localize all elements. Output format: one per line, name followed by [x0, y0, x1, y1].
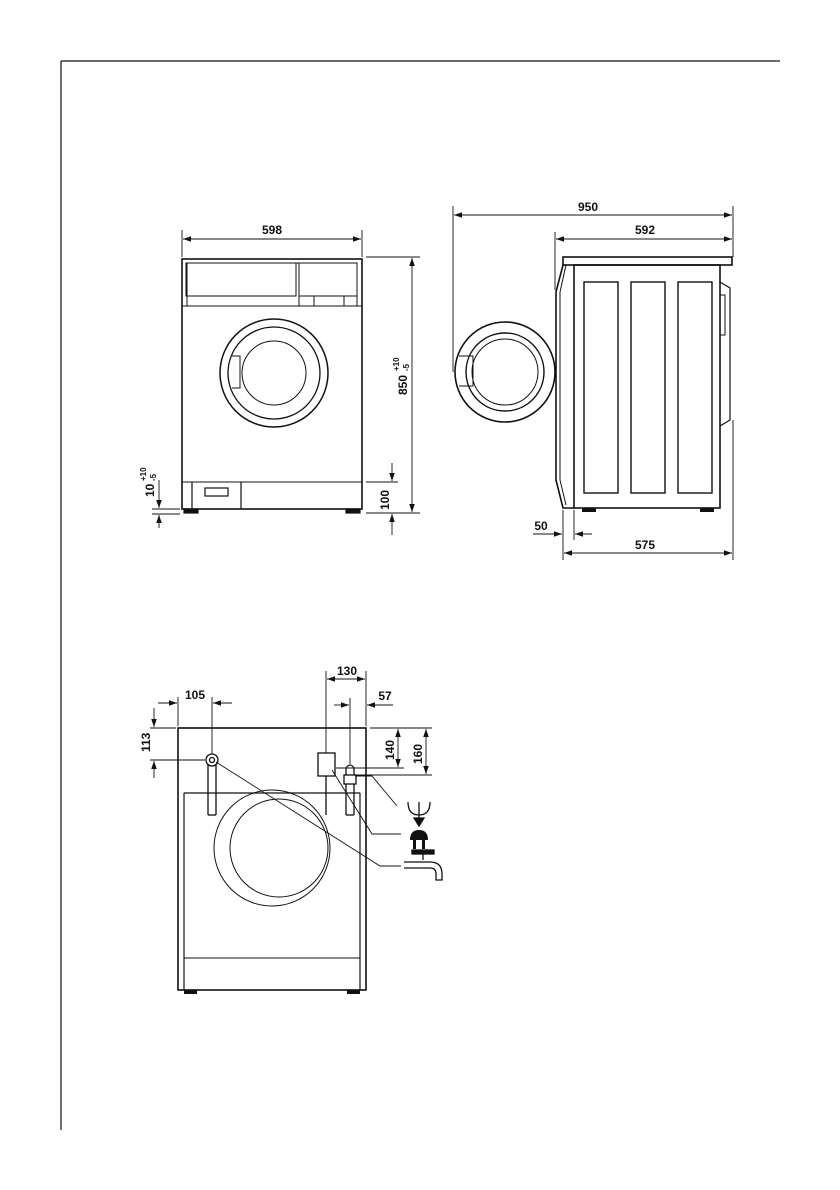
dim-height-tol-minus: -5	[402, 363, 411, 371]
dim-depth-body	[562, 420, 734, 560]
dim-height-tol-plus: +10	[392, 357, 401, 371]
dim-inlet-offset-x	[158, 697, 232, 754]
dim-drain-offset-x	[334, 698, 393, 764]
dim-inlet-offset-y-label: 113	[139, 732, 153, 752]
drain-icon	[407, 801, 431, 828]
dim-feet-label-group: 10 +10 -5	[139, 467, 158, 497]
dim-width-label: 598	[262, 223, 282, 237]
water-inlet-hose	[205, 753, 219, 816]
side-view: 950 592 575 50	[452, 200, 734, 560]
rear-machine-outline	[177, 727, 367, 991]
dim-foot-offset	[533, 510, 592, 540]
dim-drain-offset-x-label: 57	[378, 689, 392, 703]
control-panel	[185, 262, 358, 307]
dim-foot-offset-label: 50	[534, 519, 548, 533]
dim-cable-height	[336, 727, 432, 769]
dim-depth-total	[554, 232, 732, 290]
dim-feet-tol-plus: +10	[139, 467, 148, 481]
dim-inlet-offset-y	[150, 708, 205, 778]
dim-outlet-span	[325, 671, 367, 753]
dim-drain-height-label: 160	[411, 744, 425, 764]
dim-feet	[152, 480, 180, 528]
rear-view: 105 113 130 57 140 1	[139, 664, 443, 994]
dim-depth-door-open	[452, 206, 734, 372]
dim-height-label-group: 850 +10 -5	[392, 357, 411, 395]
power-plug-icon	[410, 830, 428, 849]
side-machine-outline	[555, 256, 733, 509]
dim-plinth-label: 100	[378, 490, 392, 510]
drain-hose	[343, 764, 357, 816]
dim-width	[181, 230, 363, 257]
dim-outlet-span-label: 130	[337, 664, 357, 678]
rear-feet	[184, 990, 360, 994]
dim-plinth	[366, 463, 398, 535]
side-feet	[582, 508, 714, 512]
dim-feet-label: 10	[143, 483, 157, 497]
side-open-door	[454, 321, 556, 423]
rear-porthole	[213, 789, 331, 907]
dim-inlet-offset-x-label: 105	[185, 688, 205, 702]
page-frame	[60, 60, 780, 1130]
dim-depth-body-label: 575	[635, 538, 655, 552]
dim-feet-tol-minus: -5	[149, 473, 158, 481]
front-door	[219, 318, 329, 428]
dim-height	[366, 256, 420, 514]
dim-height-label: 850	[396, 375, 410, 395]
water-tap-icon	[404, 849, 443, 881]
dim-depth-total-label: 592	[635, 223, 655, 237]
leader-lines	[215, 761, 401, 867]
side-panels	[583, 281, 713, 494]
front-plinth	[183, 482, 361, 514]
dim-depth-door-open-label: 950	[578, 200, 598, 214]
power-cable	[317, 752, 336, 815]
dim-drain-height	[356, 729, 432, 776]
front-view: 598 850 +10 -5 100 10 +10 -5	[139, 223, 420, 535]
dim-cable-height-label: 140	[383, 740, 397, 760]
